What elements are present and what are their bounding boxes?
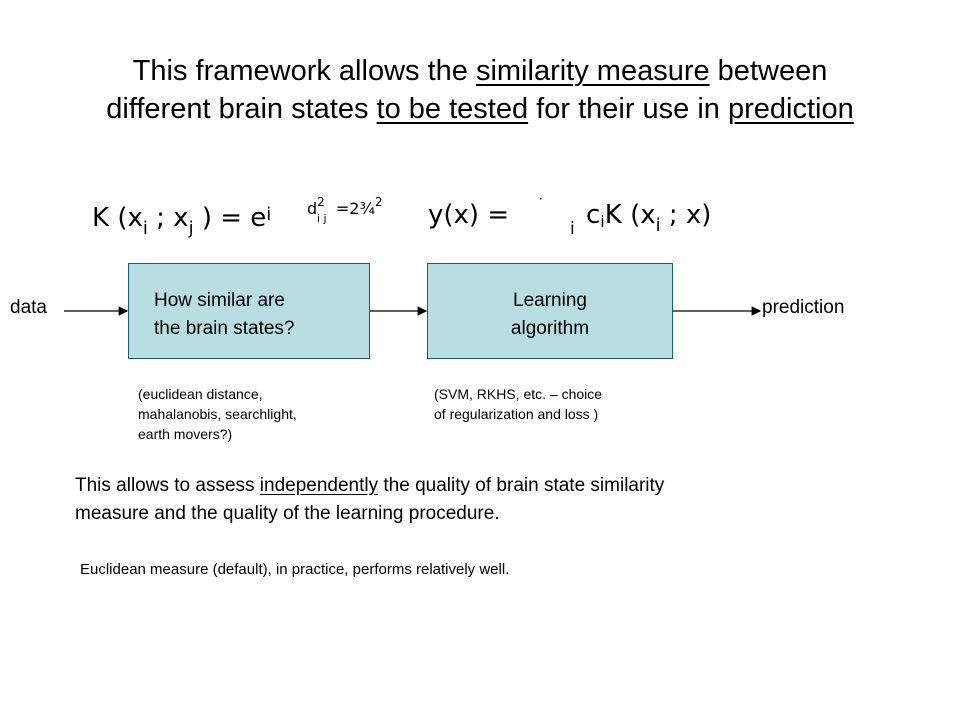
footer-note: Euclidean measure (default), in practice… — [80, 561, 510, 578]
prediction-c: c — [586, 200, 601, 230]
title-text: for their use in — [528, 93, 728, 125]
kernel-exp-d: d — [307, 199, 318, 218]
title-text: between — [709, 55, 828, 87]
prediction-tail: ; x) — [660, 200, 712, 230]
learning-box: Learning algorithm — [427, 263, 673, 359]
title-text: This framework allows the — [132, 55, 476, 87]
learning-note-line1: (SVM, RKHS, etc. – choice — [434, 386, 603, 402]
body-underlined-independently: independently — [259, 475, 379, 496]
slide-title: This framework allows the similarity mea… — [30, 52, 930, 128]
title-text: different brain states — [106, 93, 377, 125]
kernel-sub-j: j — [188, 218, 194, 239]
prediction-rhs: ciK (xi ; x) — [586, 200, 712, 236]
body-text: the quality of brain state similarity — [378, 475, 665, 496]
body-line-2: measure and the quality of the learning … — [75, 503, 500, 524]
kernel-exp-sub: i j — [317, 212, 327, 225]
similarity-box-line1: How similar are — [154, 290, 285, 311]
input-label: data — [10, 297, 47, 318]
prediction-sum-dot: · — [538, 190, 544, 207]
kernel-mid: ) = e — [193, 203, 267, 233]
learning-note-line2: of regularization and loss ) — [434, 406, 599, 422]
output-label: prediction — [762, 297, 845, 318]
prediction-k: K (x — [604, 200, 656, 230]
similarity-box: How similar are the brain states? — [128, 263, 370, 359]
similarity-note-line1: (euclidean distance, — [138, 386, 263, 402]
prediction-lhs: y(x) = — [428, 200, 510, 230]
title-underlined-to-be-tested: to be tested — [376, 93, 529, 125]
kernel-exp-rest: =2¾ — [335, 199, 375, 218]
similarity-box-label: How similar are the brain states? — [154, 287, 294, 343]
learning-note: (SVM, RKHS, etc. – choice of regularizat… — [434, 384, 602, 424]
kernel-exp-rest-sup: 2 — [374, 195, 383, 209]
prediction-sum-index: i — [570, 219, 575, 239]
similarity-note: (euclidean distance, mahalanobis, search… — [138, 384, 297, 444]
learning-box-line1: Learning — [513, 290, 587, 311]
kernel-lhs: K (x — [92, 203, 143, 233]
title-line-2: different brain states to be tested for … — [30, 90, 930, 128]
kernel-sep: ; x — [147, 203, 189, 233]
kernel-exponent: d2 i j =2¾2 — [307, 195, 383, 225]
kernel-exp-i: i — [266, 204, 272, 225]
title-underlined-prediction: prediction — [727, 93, 854, 125]
kernel-formula: K (xi ; xj ) = ei — [92, 203, 272, 239]
similarity-note-line2: mahalanobis, searchlight, — [138, 406, 297, 422]
prediction-k-sub: i — [655, 215, 661, 236]
kernel-exp-sup: 2 — [317, 195, 325, 209]
learning-box-label: Learning algorithm — [428, 287, 672, 343]
learning-box-line2: algorithm — [510, 318, 590, 339]
body-line-1: This allows to assess independently the … — [75, 472, 664, 500]
body-text: This allows to assess — [75, 475, 260, 496]
prediction-formula: y(x) = — [428, 200, 509, 230]
title-line-1: This framework allows the similarity mea… — [30, 52, 930, 90]
body-paragraph: This allows to assess independently the … — [75, 472, 664, 528]
similarity-note-line3: earth movers?) — [138, 426, 233, 442]
kernel-sub-i: i — [142, 218, 148, 239]
prediction-c-sub: i — [600, 212, 605, 231]
similarity-box-line2: the brain states? — [154, 318, 295, 339]
title-underlined-similarity-measure: similarity measure — [475, 55, 710, 87]
